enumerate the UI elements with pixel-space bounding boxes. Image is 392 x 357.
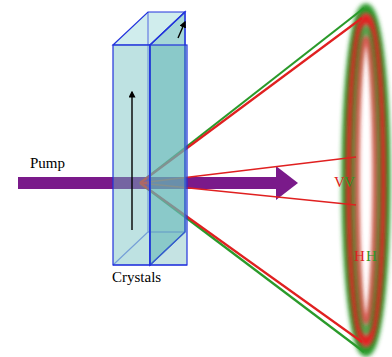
optic-axis-arrows <box>132 22 185 230</box>
polarization-label: V <box>344 175 355 190</box>
emission-cone <box>140 8 364 352</box>
component-label: Crystals <box>112 270 161 285</box>
crystals <box>113 12 187 265</box>
polarization-label: H <box>366 249 377 264</box>
beam-label: Pump <box>30 156 65 171</box>
polarization-label: V <box>334 175 345 190</box>
polarization-label: H <box>354 249 365 264</box>
